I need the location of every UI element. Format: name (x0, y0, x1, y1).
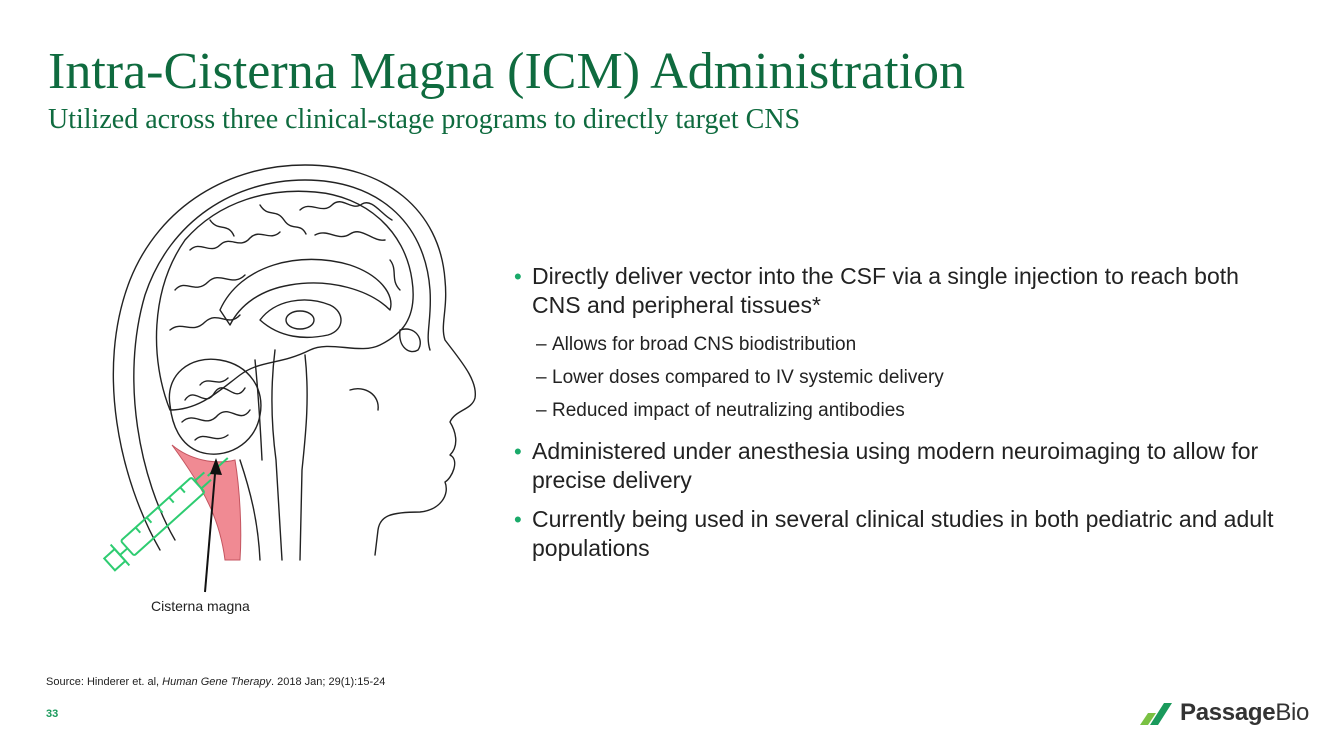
sub-bullet-text: Lower doses compared to IV systemic deli… (552, 367, 944, 388)
brain-outline (155, 190, 414, 411)
passage-bio-logo: PassageBio (1138, 696, 1309, 730)
skull-outline (133, 179, 432, 541)
passage-bio-logo-icon (1140, 703, 1172, 725)
sub-bullet-item: – Allows for broad CNS biodistribution (514, 328, 1274, 361)
dash-icon: – (536, 334, 547, 355)
bullet-item: • Administered under anesthesia using mo… (514, 437, 1274, 495)
slide-title: Intra-Cisterna Magna (ICM) Administratio… (48, 43, 966, 100)
brainstem (271, 349, 283, 561)
logo-wordmark: PassageBio (1180, 699, 1309, 727)
dash-icon: – (536, 400, 547, 421)
sub-bullet-text: Reduced impact of neutralizing antibodie… (552, 400, 905, 421)
bullet-dot-icon: • (514, 507, 522, 532)
source-citation: Source: Hinderer et. al, Human Gene Ther… (46, 676, 385, 688)
logo-light: Bio (1275, 699, 1310, 726)
bullet-item: • Currently being used in several clinic… (514, 505, 1274, 563)
cisterna-magna-region (171, 444, 242, 561)
bullet-text: Administered under anesthesia using mode… (532, 438, 1259, 493)
head-outline (112, 164, 476, 556)
sub-bullet-text: Allows for broad CNS biodistribution (552, 334, 857, 355)
cerebellum (168, 358, 262, 455)
page-number: 33 (46, 708, 59, 720)
sub-bullet-item: – Reduced impact of neutralizing antibod… (514, 394, 1274, 427)
bullet-list: • Directly deliver vector into the CSF v… (514, 262, 1274, 573)
bullet-dot-icon: • (514, 264, 522, 289)
source-suffix: . 2018 Jan; 29(1):15-24 (271, 676, 386, 688)
corpus-callosum (219, 258, 392, 326)
bullet-dot-icon: • (514, 439, 522, 464)
bullet-group-3: • Currently being used in several clinic… (514, 505, 1274, 563)
syringe-icon (102, 457, 229, 572)
logo-bold: Passage (1180, 699, 1276, 726)
bullet-text: Directly deliver vector into the CSF via… (532, 263, 1239, 318)
bullet-group-2: • Administered under anesthesia using mo… (514, 437, 1274, 495)
bullet-group-1: • Directly deliver vector into the CSF v… (514, 262, 1274, 427)
source-prefix: Source: Hinderer et. al, (46, 676, 163, 688)
dash-icon: – (536, 367, 547, 388)
source-journal: Human Gene Therapy (162, 676, 272, 688)
slide-subtitle: Utilized across three clinical-stage pro… (48, 104, 801, 135)
sub-bullet-item: – Lower doses compared to IV systemic de… (514, 361, 1274, 394)
cisterna-magna-caption: Cisterna magna (151, 598, 250, 614)
bullet-item: • Directly deliver vector into the CSF v… (514, 262, 1274, 320)
bullet-text: Currently being used in several clinical… (532, 506, 1274, 561)
brain-sagittal-illustration (102, 164, 476, 572)
